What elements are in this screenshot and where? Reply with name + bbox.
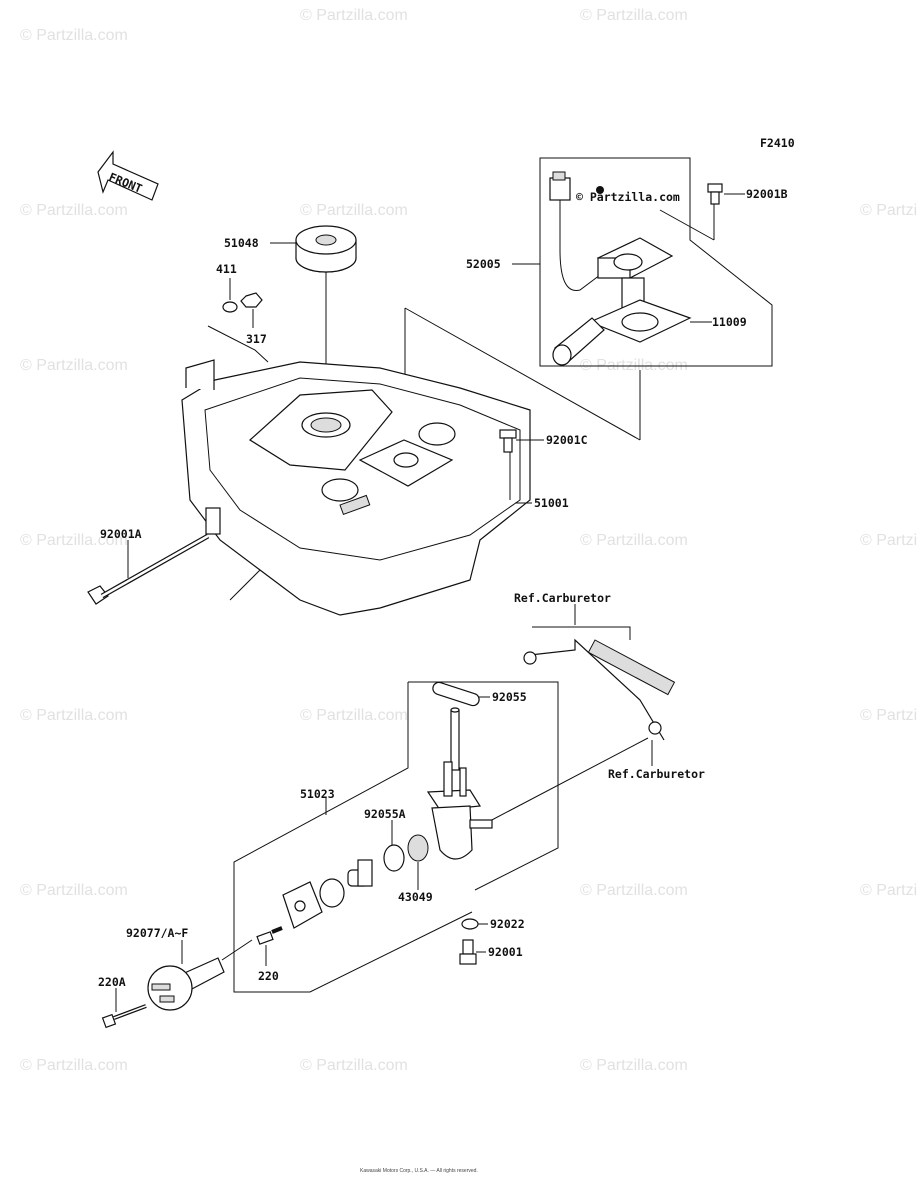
part-label-51023: 51023 bbox=[300, 787, 335, 801]
watermark-layer: © Partzilla.com © Partzilla.com © Partzi… bbox=[20, 7, 917, 1074]
watermark: © Partzilla.com bbox=[300, 7, 408, 24]
fuel-cock-lever-parts bbox=[282, 859, 373, 929]
part-label-92055: 92055 bbox=[492, 690, 527, 704]
part-label-43049: 43049 bbox=[398, 890, 433, 904]
part-label-92022: 92022 bbox=[490, 917, 525, 931]
watermark: © Partzilla.com bbox=[20, 202, 128, 219]
front-arrow-icon: FRONT bbox=[97, 150, 159, 201]
screw-220 bbox=[256, 926, 283, 945]
part-label-92001: 92001 bbox=[488, 945, 523, 959]
bolt-92001C bbox=[499, 429, 517, 453]
part-label-92001B: 92001B bbox=[746, 187, 788, 201]
watermark: © Partzilla.com bbox=[580, 7, 688, 24]
screw-220A bbox=[101, 1004, 147, 1029]
ref-carburetor-bottom: Ref.Carburetor bbox=[608, 767, 705, 781]
footer-text: Kawasaki Motors Corp., U.S.A. — All righ… bbox=[360, 1168, 478, 1174]
fuel-lever-92077 bbox=[147, 939, 253, 1011]
part-label-411: 411 bbox=[216, 262, 237, 276]
part-label-92001C: 92001C bbox=[546, 433, 588, 447]
part-label-92001A: 92001A bbox=[100, 527, 142, 541]
figure-code: F2410 bbox=[760, 136, 795, 150]
part-label-51001: 51001 bbox=[534, 496, 569, 510]
watermark: © Partzilla.com bbox=[580, 882, 688, 899]
ref-carburetor-top: Ref.Carburetor bbox=[514, 591, 611, 605]
watermark: © Partzilla.com bbox=[860, 707, 917, 724]
watermark: © Partzilla.com bbox=[300, 1057, 408, 1074]
o-ring-92055A bbox=[383, 844, 405, 872]
watermark: © Partzilla.com bbox=[20, 532, 128, 549]
copyright-tag: © Partzilla.com bbox=[576, 190, 680, 204]
watermark: © Partzilla.com bbox=[860, 882, 917, 899]
part-label-220: 220 bbox=[258, 969, 279, 983]
watermark: © Partzilla.com bbox=[860, 202, 917, 219]
watermark: © Partzilla.com bbox=[300, 202, 408, 219]
part-label-11009: 11009 bbox=[712, 315, 747, 329]
watermark: © Partzilla.com bbox=[580, 1057, 688, 1074]
fuel-sender-inset: © Partzilla.com bbox=[539, 157, 773, 367]
bolt-92001 bbox=[459, 939, 477, 965]
part-label-92077: 92077/A~F bbox=[126, 926, 188, 940]
part-label-52005: 52005 bbox=[466, 257, 501, 271]
filter-43049 bbox=[407, 834, 429, 862]
fuel-hoses bbox=[523, 626, 676, 741]
bolt-92001B bbox=[707, 183, 723, 205]
watermark: © Partzilla.com bbox=[20, 357, 128, 374]
washer-92022 bbox=[461, 918, 479, 930]
fuel-cap-51048 bbox=[295, 225, 357, 273]
watermark: © Partzilla.com bbox=[860, 532, 917, 549]
nut-317 bbox=[240, 292, 263, 308]
watermark: © Partzilla.com bbox=[20, 882, 128, 899]
watermark: © Partzilla.com bbox=[300, 707, 408, 724]
watermark: © Partzilla.com bbox=[20, 27, 128, 44]
watermark: © Partzilla.com bbox=[20, 1057, 128, 1074]
gasket-92055 bbox=[432, 681, 480, 707]
part-label-317: 317 bbox=[246, 332, 267, 346]
fuel-cock-body bbox=[426, 707, 493, 860]
part-label-51048: 51048 bbox=[224, 236, 259, 250]
washer-411 bbox=[222, 301, 238, 313]
fuel-tank-51001 bbox=[181, 359, 531, 616]
bolt-92001A bbox=[87, 533, 210, 605]
part-label-92055A: 92055A bbox=[364, 807, 406, 821]
watermark: © Partzilla.com bbox=[580, 532, 688, 549]
part-label-220A: 220A bbox=[98, 975, 126, 989]
watermark: © Partzilla.com bbox=[20, 707, 128, 724]
